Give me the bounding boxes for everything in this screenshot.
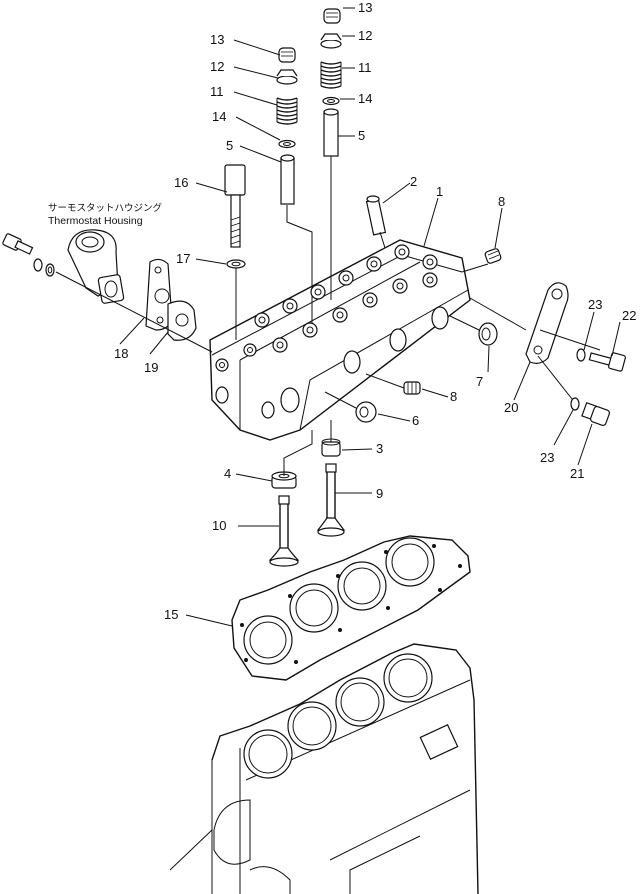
injector-sleeve bbox=[365, 195, 387, 236]
cylinder-block bbox=[169, 643, 479, 894]
label-8-bottom: 8 bbox=[450, 389, 457, 404]
label-13-right: 13 bbox=[358, 0, 372, 15]
lifting-bracket bbox=[525, 282, 569, 364]
intake-valve bbox=[268, 495, 300, 567]
housing-bolt bbox=[2, 233, 34, 255]
label-14-right: 14 bbox=[358, 91, 372, 106]
label-2: 2 bbox=[410, 174, 417, 189]
label-12-left: 12 bbox=[210, 59, 224, 74]
label-6: 6 bbox=[412, 413, 419, 428]
valve-spring-right bbox=[320, 61, 342, 89]
left-valve-stack bbox=[276, 47, 298, 205]
label-7: 7 bbox=[476, 374, 483, 389]
label-17: 17 bbox=[176, 251, 190, 266]
thermostat-housing bbox=[67, 229, 125, 304]
expansion-plug-6 bbox=[355, 401, 377, 423]
spring-seat-right bbox=[322, 96, 340, 106]
label-23-lower: 23 bbox=[540, 450, 554, 465]
spring-retainer-right bbox=[320, 33, 342, 49]
label-18: 18 bbox=[114, 346, 128, 361]
label-15: 15 bbox=[164, 607, 178, 622]
spring-seat-left bbox=[278, 139, 296, 149]
thermostat-gasket-19 bbox=[167, 300, 197, 341]
valve-spring-left bbox=[276, 97, 298, 125]
head-bosses bbox=[215, 244, 438, 372]
label-9: 9 bbox=[376, 486, 383, 501]
label-16: 16 bbox=[174, 175, 188, 190]
bracket-bolt-21 bbox=[581, 401, 611, 427]
label-11-left: 11 bbox=[210, 84, 224, 99]
plug-top-right bbox=[484, 248, 502, 264]
label-21: 21 bbox=[570, 466, 584, 481]
bracket-washer-upper bbox=[576, 348, 586, 362]
label-5-left: 5 bbox=[226, 138, 233, 153]
bolt-washer bbox=[226, 259, 246, 269]
label-8-top: 8 bbox=[498, 194, 505, 209]
label-14-left: 14 bbox=[212, 109, 226, 124]
right-valve-stack bbox=[320, 8, 342, 157]
valve-guide-right bbox=[323, 108, 339, 157]
spring-retainer-left bbox=[276, 69, 298, 85]
label-11-right: 11 bbox=[358, 60, 372, 75]
label-3: 3 bbox=[376, 441, 383, 456]
label-4: 4 bbox=[224, 466, 231, 481]
expansion-plug-7 bbox=[478, 322, 498, 346]
valve-guide-left bbox=[280, 154, 295, 205]
bracket-washer-lower bbox=[570, 397, 580, 411]
leader-lines bbox=[119, 7, 621, 627]
plug-side bbox=[403, 381, 421, 395]
part-labels: 13 12 11 14 5 13 12 11 14 5 16 17 2 1 8 … bbox=[114, 0, 636, 622]
bracket-bolt-22 bbox=[588, 352, 626, 372]
valve-cotter-right bbox=[323, 8, 341, 24]
head-bolt bbox=[224, 164, 246, 248]
head-side-ports bbox=[215, 306, 449, 419]
label-20: 20 bbox=[504, 400, 518, 415]
cylinder-head bbox=[209, 195, 471, 441]
label-19: 19 bbox=[144, 360, 158, 375]
exhaust-valve bbox=[316, 463, 346, 537]
head-gasket bbox=[231, 535, 471, 681]
thermostat-housing-caption-en: Thermostat Housing bbox=[48, 215, 143, 227]
label-22: 22 bbox=[622, 308, 636, 323]
valve-cotter-left bbox=[278, 47, 296, 63]
label-5-right: 5 bbox=[358, 128, 365, 143]
label-13-left: 13 bbox=[210, 32, 224, 47]
label-12-right: 12 bbox=[358, 28, 372, 43]
thermostat-housing-caption-jp: サーモスタットハウジング bbox=[48, 202, 163, 214]
label-10: 10 bbox=[212, 518, 226, 533]
label-1: 1 bbox=[436, 184, 443, 199]
label-23-upper: 23 bbox=[588, 297, 602, 312]
housing-washers bbox=[33, 258, 55, 277]
